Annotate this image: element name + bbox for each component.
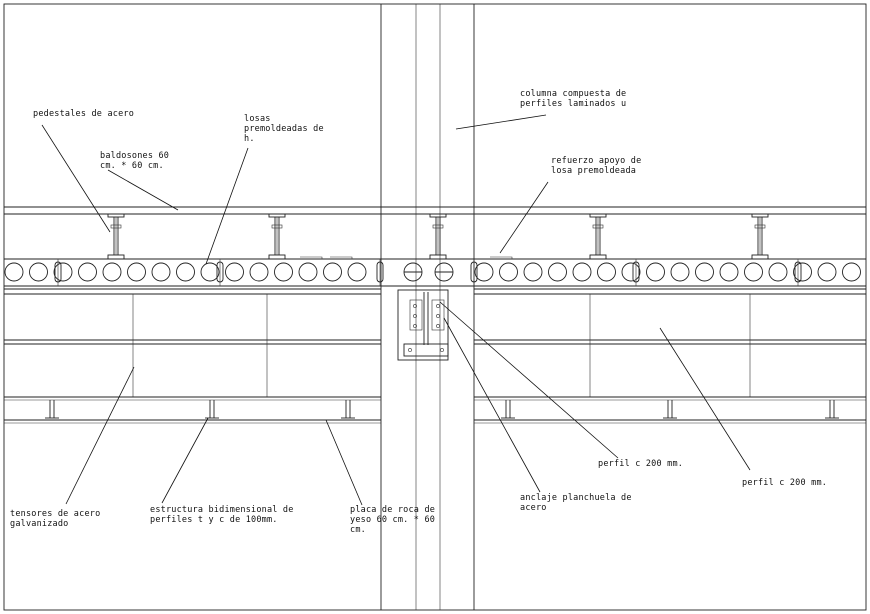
slab-core — [695, 262, 714, 282]
label-tensores: tensores de acero — [10, 509, 100, 519]
annotation-leaders — [41, 114, 751, 506]
slab-core — [817, 262, 837, 282]
steel-pedestal — [268, 213, 286, 260]
slab-core — [4, 262, 24, 282]
slab-core — [597, 262, 616, 282]
slab-core — [548, 262, 567, 282]
label-columna: columna compuesta de — [520, 89, 626, 99]
slab-core — [744, 262, 763, 282]
slab-core — [347, 262, 367, 282]
slab-core — [646, 262, 665, 282]
precast-slab — [4, 256, 866, 287]
steel-pedestal — [589, 213, 607, 260]
label-anclaje: acero — [520, 503, 547, 513]
label-placa: cm. — [350, 525, 366, 535]
slab-core — [298, 262, 318, 282]
slab-core — [53, 262, 73, 282]
label-perfil-center: perfil c 200 mm. — [598, 459, 683, 469]
slab-core — [78, 262, 97, 282]
label-placa: yeso 60 cm. * 60 — [350, 515, 435, 525]
slab-core — [127, 262, 146, 282]
label-losas: premoldeadas de — [244, 124, 324, 134]
slab-core — [523, 262, 543, 282]
label-estructura: estructura bidimensional de — [150, 505, 294, 515]
label-baldosones: baldosones 60 — [100, 151, 169, 161]
slab-core — [499, 262, 518, 282]
label-refuerzo: refuerzo apoyo de — [551, 156, 641, 166]
label-baldosones: cm. * 60 cm. — [100, 161, 164, 171]
slab-core — [474, 262, 494, 282]
perfil-c-200-beam — [4, 288, 866, 345]
slab-core — [323, 262, 342, 282]
ceiling-tensors — [132, 294, 751, 397]
label-pedestales: pedestales de acero — [33, 109, 134, 119]
slab-core — [670, 262, 690, 282]
label-placa: placa de roca de — [350, 505, 435, 515]
steel-pedestal — [107, 213, 125, 260]
slab-core — [719, 262, 739, 282]
drawing-border — [3, 3, 867, 611]
slab-core — [621, 262, 641, 282]
label-perfil-right: perfil c 200 mm. — [742, 478, 827, 488]
slab-hollow-cores — [4, 262, 861, 282]
label-refuerzo: losa premoldeada — [551, 166, 636, 176]
slab-core — [176, 262, 195, 282]
slab-core — [768, 262, 788, 282]
floor-tiles — [4, 206, 866, 215]
label-anclaje: anclaje planchuela de — [520, 493, 632, 503]
slab-core — [572, 262, 592, 282]
slab-core — [274, 262, 293, 282]
label-losas: h. — [244, 134, 255, 144]
steel-pedestals — [107, 213, 769, 260]
slab-core — [249, 262, 269, 282]
slab-core — [29, 262, 48, 282]
label-columna: perfiles laminados u — [520, 99, 626, 109]
slab-core — [225, 262, 244, 282]
slab-core — [102, 262, 122, 282]
label-losas: losas — [244, 114, 271, 124]
slab-core — [151, 262, 171, 282]
ceiling-grid-structure — [4, 396, 866, 419]
slab-joints — [54, 259, 802, 286]
label-tensores: galvanizado — [10, 519, 69, 529]
slab-core — [842, 262, 861, 282]
gypsum-ceiling — [4, 419, 866, 424]
annotation-labels: pedestales de acero baldosones 60 cm. * … — [10, 89, 827, 535]
label-estructura: perfiles t y c de 100mm. — [150, 515, 278, 525]
slab-core — [793, 262, 812, 282]
slab-core — [200, 262, 220, 282]
steel-pedestal — [751, 213, 769, 260]
steel-anchor-plate — [397, 289, 449, 361]
steel-pedestal — [429, 213, 447, 260]
